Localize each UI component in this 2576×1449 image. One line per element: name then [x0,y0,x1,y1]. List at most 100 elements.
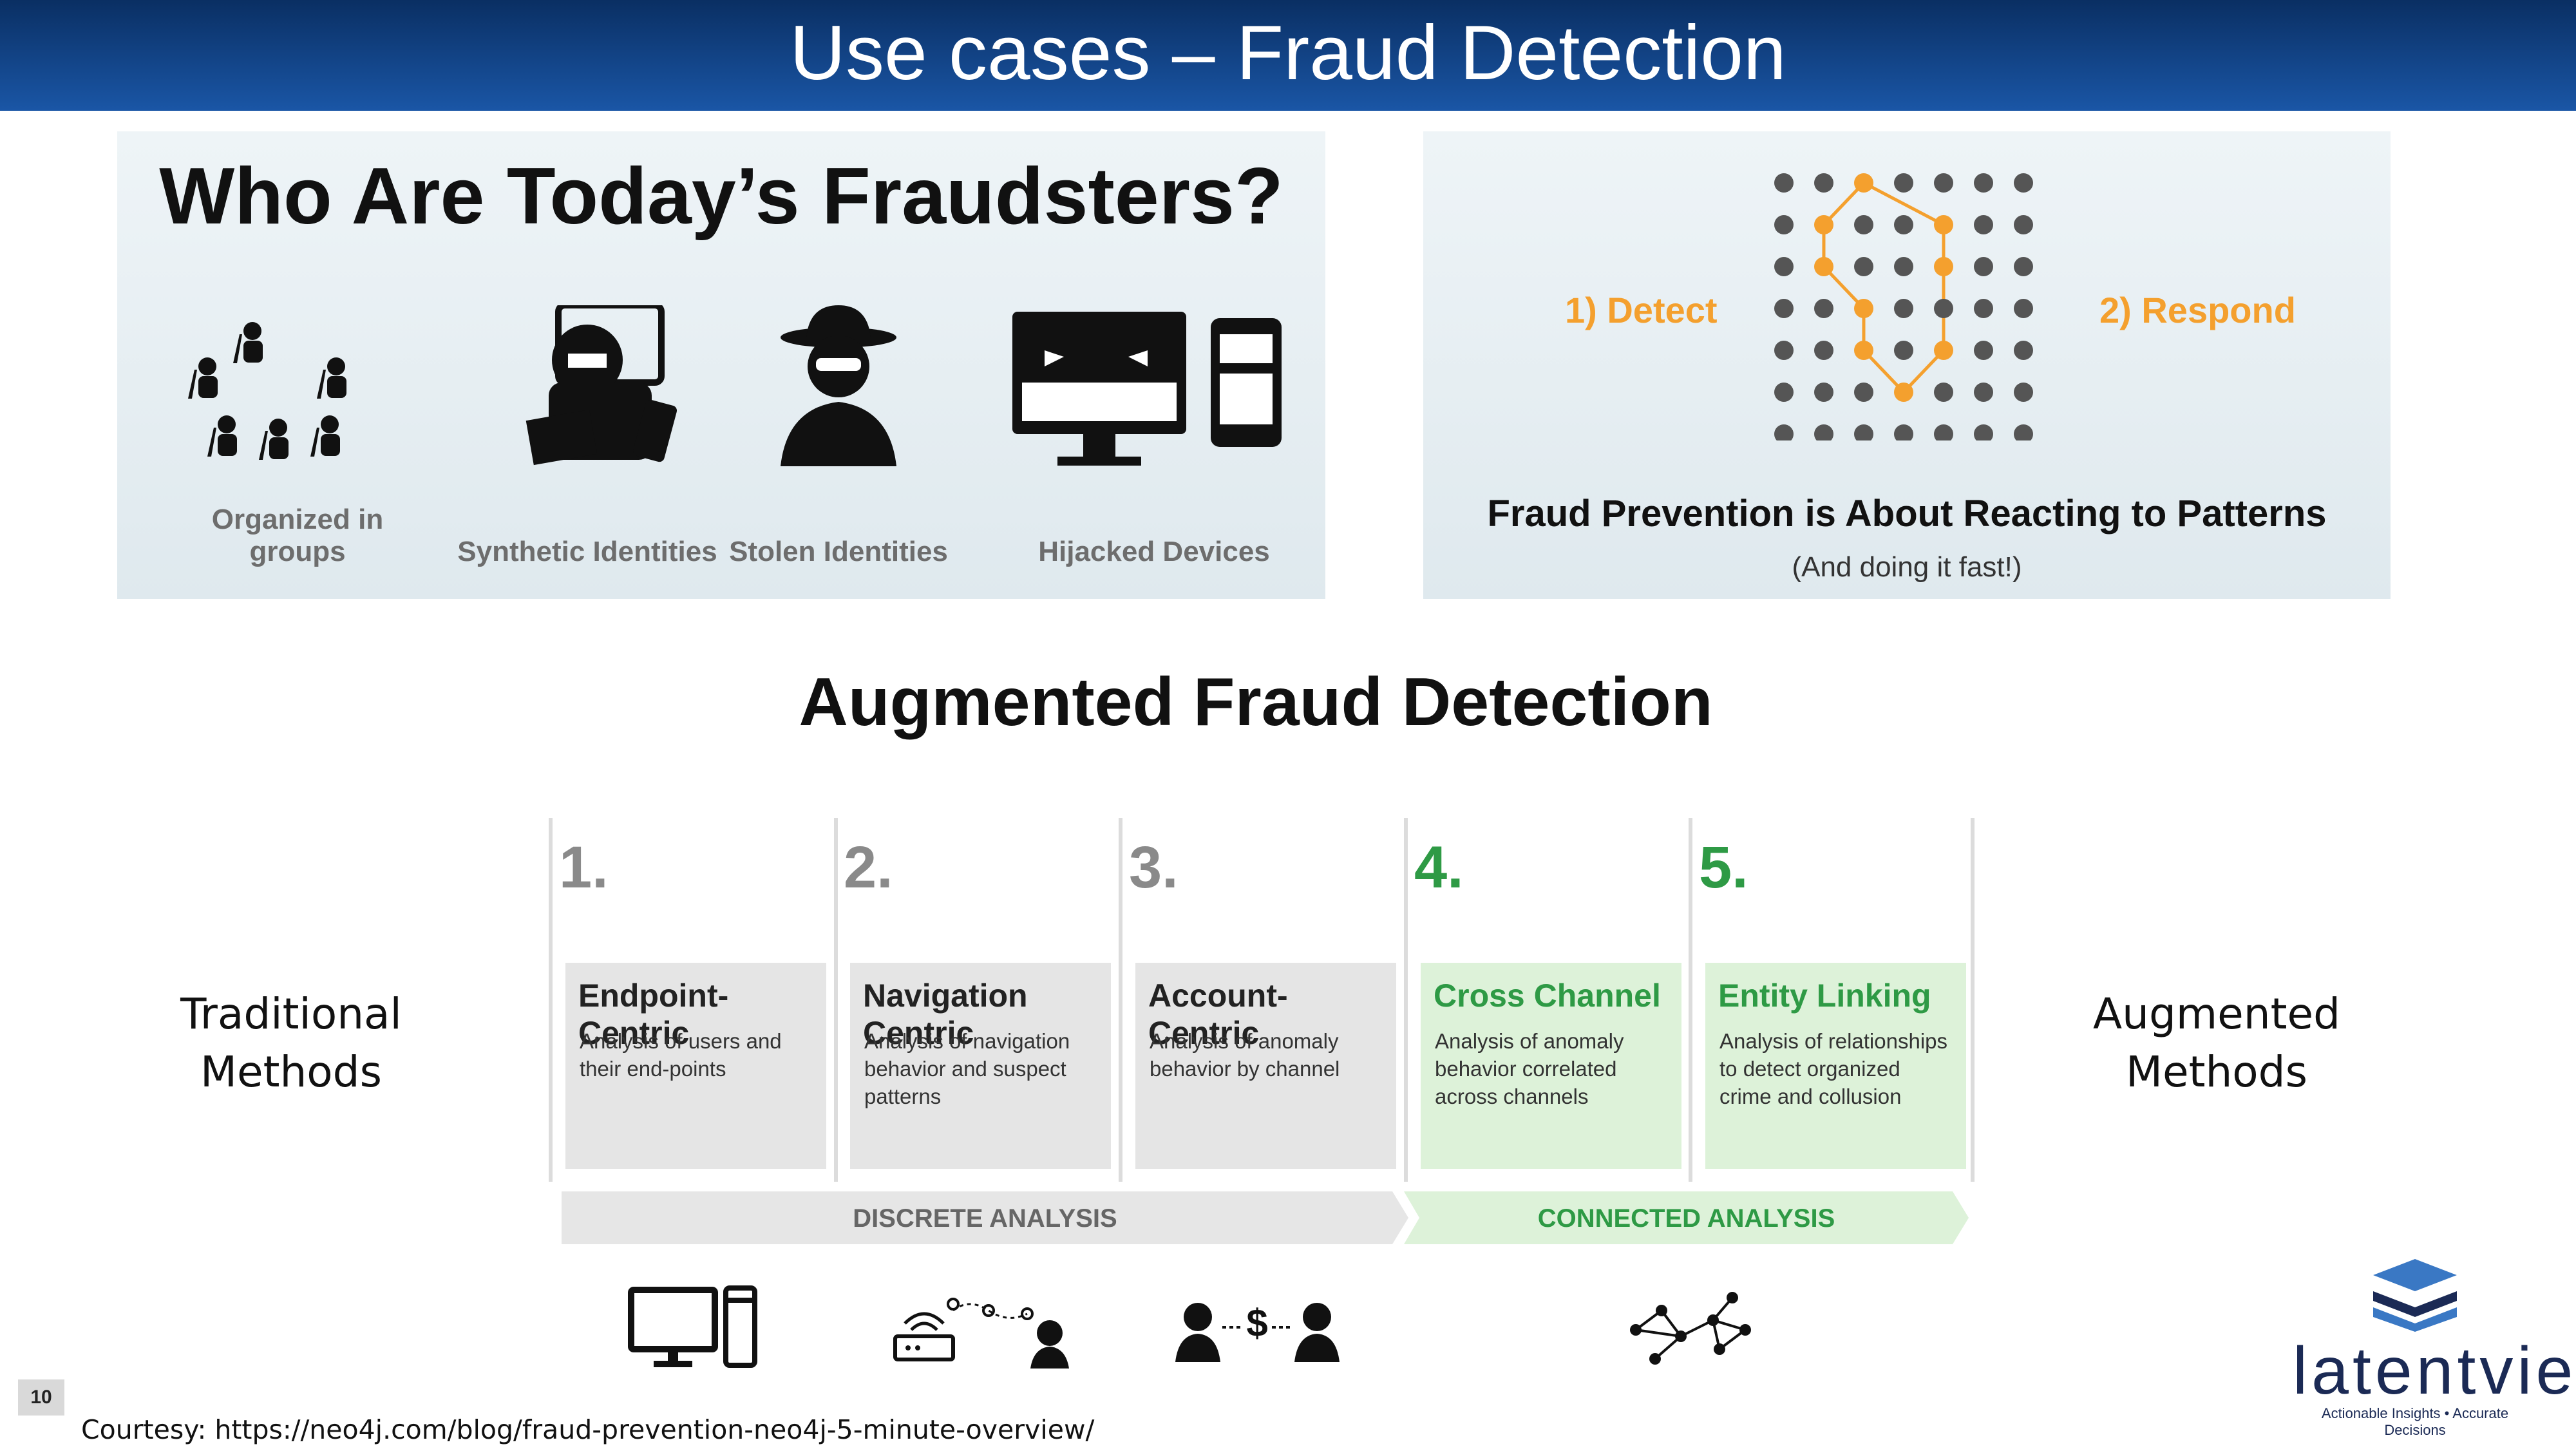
graph-network-icon [1630,1292,1751,1365]
patterns-panel: 1) Detect 2) Respond Fraud Prevention is… [1423,131,2391,599]
discrete-arrow-shape [562,1191,1408,1244]
pattern-dot [1814,173,1833,193]
traditional-methods-label: Traditional Methods [162,985,420,1101]
method-name: Cross Channel [1434,978,1661,1014]
logo-mark-icon [2373,1259,2457,1332]
method-column-entity-linking: 5. Entity Linking Analysis of relationsh… [1699,834,1969,1169]
fraudster-item-groups: Organized in groups [162,305,433,595]
method-column-account: 3. Account-Centric Analysis of anomaly b… [1129,834,1399,1169]
connected-analysis-label: CONNECTED ANALYSIS [1537,1204,1835,1233]
courtesy-source: Courtesy: https://neo4j.com/blog/fraud-p… [81,1414,1095,1445]
label-line: Methods [200,1047,382,1097]
pattern-dot [1814,341,1833,360]
pattern-dot [1974,299,1993,318]
pattern-dot [1814,215,1833,234]
svg-text:$: $ [1246,1302,1267,1345]
pattern-dot [1934,341,1953,360]
pattern-dot [1854,173,1873,193]
pattern-dot [1854,424,1873,440]
method-name: Navigation Centric [863,978,1028,1051]
logo-tagline: Actionable Insights • Accurate Decisions [2321,1405,2509,1438]
column-divider [834,818,838,1182]
augmented-methods-label: Augmented Methods [2088,985,2345,1101]
pattern-dot [1974,173,1993,193]
pattern-dot [2014,173,2033,193]
pattern-dot [2014,215,2033,234]
pattern-dot [1854,299,1873,318]
pattern-dot [1894,424,1913,440]
pattern-dot [1854,257,1873,276]
method-number: 1. [559,835,609,900]
discrete-analysis-label: DISCRETE ANALYSIS [853,1204,1117,1233]
method-name: Endpoint-Centric [578,978,729,1051]
patterns-heading: Fraud Prevention is About Reacting to Pa… [1487,493,2327,535]
logo-wordmark: latentview [2293,1334,2576,1408]
method-column-cross-channel: 4. Cross Channel Analysis of anomaly beh… [1414,834,1685,1169]
pattern-dot [1774,173,1794,193]
pattern-dot [1814,257,1833,276]
detect-label: 1) Detect [1565,290,1718,330]
pattern-dot [1774,383,1794,402]
pattern-dot [1934,215,1953,234]
hijacked-device-icon [1012,312,1282,466]
pattern-dot [1854,215,1873,234]
pattern-dot [1974,257,1993,276]
column-divider [1689,818,1692,1182]
pattern-dot [1894,341,1913,360]
method-description: Analysis of users and their end-points [580,1029,782,1081]
method-description: Analysis of relationships to detect orga… [1719,1029,1948,1108]
label-line: Augmented [2093,989,2340,1039]
fraudster-caption: Hijacked Devices [1038,536,1270,567]
pattern-dot [1894,383,1913,402]
pattern-path [1822,181,1946,395]
fraudster-caption: Stolen Identities [729,536,948,567]
pattern-dot [1934,173,1953,193]
computer-phone-icon [628,1285,757,1368]
method-card: Cross Channel Analysis of anomaly behavi… [1421,963,1681,1169]
fraudster-item-stolen: Stolen Identities [703,305,974,595]
synthetic-identity-icon [526,305,677,466]
fraudsters-panel: Who Are Today’s Fraudsters? Organized in… [117,131,1325,599]
page-number: 10 [18,1379,64,1416]
pattern-dot [1854,383,1873,402]
pattern-dot [2014,424,2033,440]
pattern-dot [1814,424,1833,440]
method-column-navigation: 2. Navigation Centric Analysis of naviga… [844,834,1114,1169]
connected-analysis-banner: CONNECTED ANALYSIS [1404,1191,1969,1244]
pattern-dot [1774,424,1794,440]
method-card: Navigation Centric Analysis of navigatio… [850,963,1111,1169]
method-description: Analysis of anomaly behavior by channel [1150,1029,1340,1081]
pattern-dot [2014,341,2033,360]
pattern-dot [1974,383,1993,402]
fraud-ring-icon [188,322,346,460]
method-number: 3. [1129,835,1179,900]
fraudster-item-hijacked: Hijacked Devices [993,305,1315,595]
label-line: Methods [2126,1047,2307,1097]
method-column-endpoint: 1. Endpoint-Centric Analysis of users an… [559,834,829,1169]
fraudster-caption: Organized in groups [211,504,384,567]
pattern-dot [2014,299,2033,318]
label-line: Traditional [180,989,402,1039]
pattern-dot [1774,257,1794,276]
pattern-dot [1894,173,1913,193]
pattern-dot [1774,341,1794,360]
respond-label: 2) Respond [2099,290,2296,330]
spy-icon [781,305,896,466]
method-number: 4. [1414,835,1464,900]
method-card: Account-Centric Analysis of anomaly beha… [1135,963,1396,1169]
column-divider [1404,818,1408,1182]
connected-arrow-shape [1404,1191,1969,1244]
dot-pattern-graphic [1774,173,2033,440]
pattern-dot [1934,424,1953,440]
pattern-dot [1894,257,1913,276]
pattern-dot [1974,424,1993,440]
fraudster-item-synthetic: Synthetic Identities [452,305,723,595]
column-divider [1119,818,1122,1182]
method-description: Analysis of navigation behavior and susp… [864,1029,1070,1108]
method-name: Account-Centric [1148,978,1288,1051]
pattern-dot [1934,257,1953,276]
account-transfer-icon: $ [1175,1302,1340,1362]
method-card: Entity Linking Analysis of relationships… [1705,963,1966,1169]
method-card: Endpoint-Centric Analysis of users and t… [565,963,826,1169]
latentview-logo: latentview Actionable Insights • Accurat… [2293,1256,2576,1438]
